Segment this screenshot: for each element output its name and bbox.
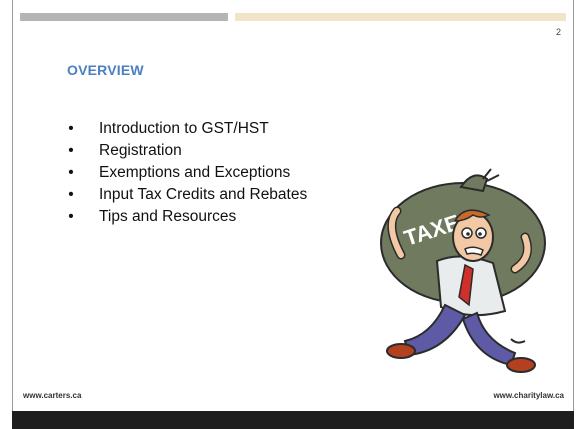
mouth-shape — [464, 246, 484, 256]
footer-website-right[interactable]: www.charitylaw.ca — [493, 391, 564, 400]
bullet-marker: • — [68, 142, 74, 159]
bullet-marker: • — [68, 208, 74, 225]
sack-tie-shape — [482, 168, 500, 182]
left-shoe-shape — [386, 343, 416, 359]
footer-website-left[interactable]: www.carters.ca — [23, 391, 82, 400]
bullet-text: Input Tax Credits and Rebates — [99, 186, 308, 203]
bullet-text: Tips and Resources — [99, 208, 237, 225]
right-leg-shape — [461, 311, 517, 367]
hair-shape — [453, 209, 491, 222]
slide-title: OVERVIEW — [67, 62, 144, 78]
right-shoe-shape — [506, 357, 536, 373]
tax-burden-cartoon-icon: TAXES — [365, 165, 565, 378]
sack-knot-shape — [459, 174, 489, 193]
page-number: 2 — [556, 27, 562, 37]
top-accent-bar-light — [235, 13, 566, 21]
left-pupil-shape — [466, 232, 470, 236]
left-arm-skin — [388, 208, 404, 258]
right-arm-skin — [512, 234, 531, 272]
tax-burden-cartoon-svg: TAXES — [380, 168, 546, 373]
top-accent-bar-dark — [20, 13, 228, 21]
bullet-text: Registration — [99, 142, 182, 159]
bullet-marker: • — [68, 186, 74, 203]
bullet-text: Exemptions and Exceptions — [99, 164, 291, 181]
right-pupil-shape — [478, 232, 482, 236]
tie-shape — [458, 263, 474, 307]
slide-frame — [12, 0, 574, 411]
bullet-marker: • — [68, 164, 74, 181]
bullet-marker: • — [68, 120, 74, 137]
sweat-mark-shape — [510, 338, 526, 344]
bottom-band — [12, 411, 574, 429]
bullet-text: Introduction to GST/HST — [99, 120, 269, 137]
